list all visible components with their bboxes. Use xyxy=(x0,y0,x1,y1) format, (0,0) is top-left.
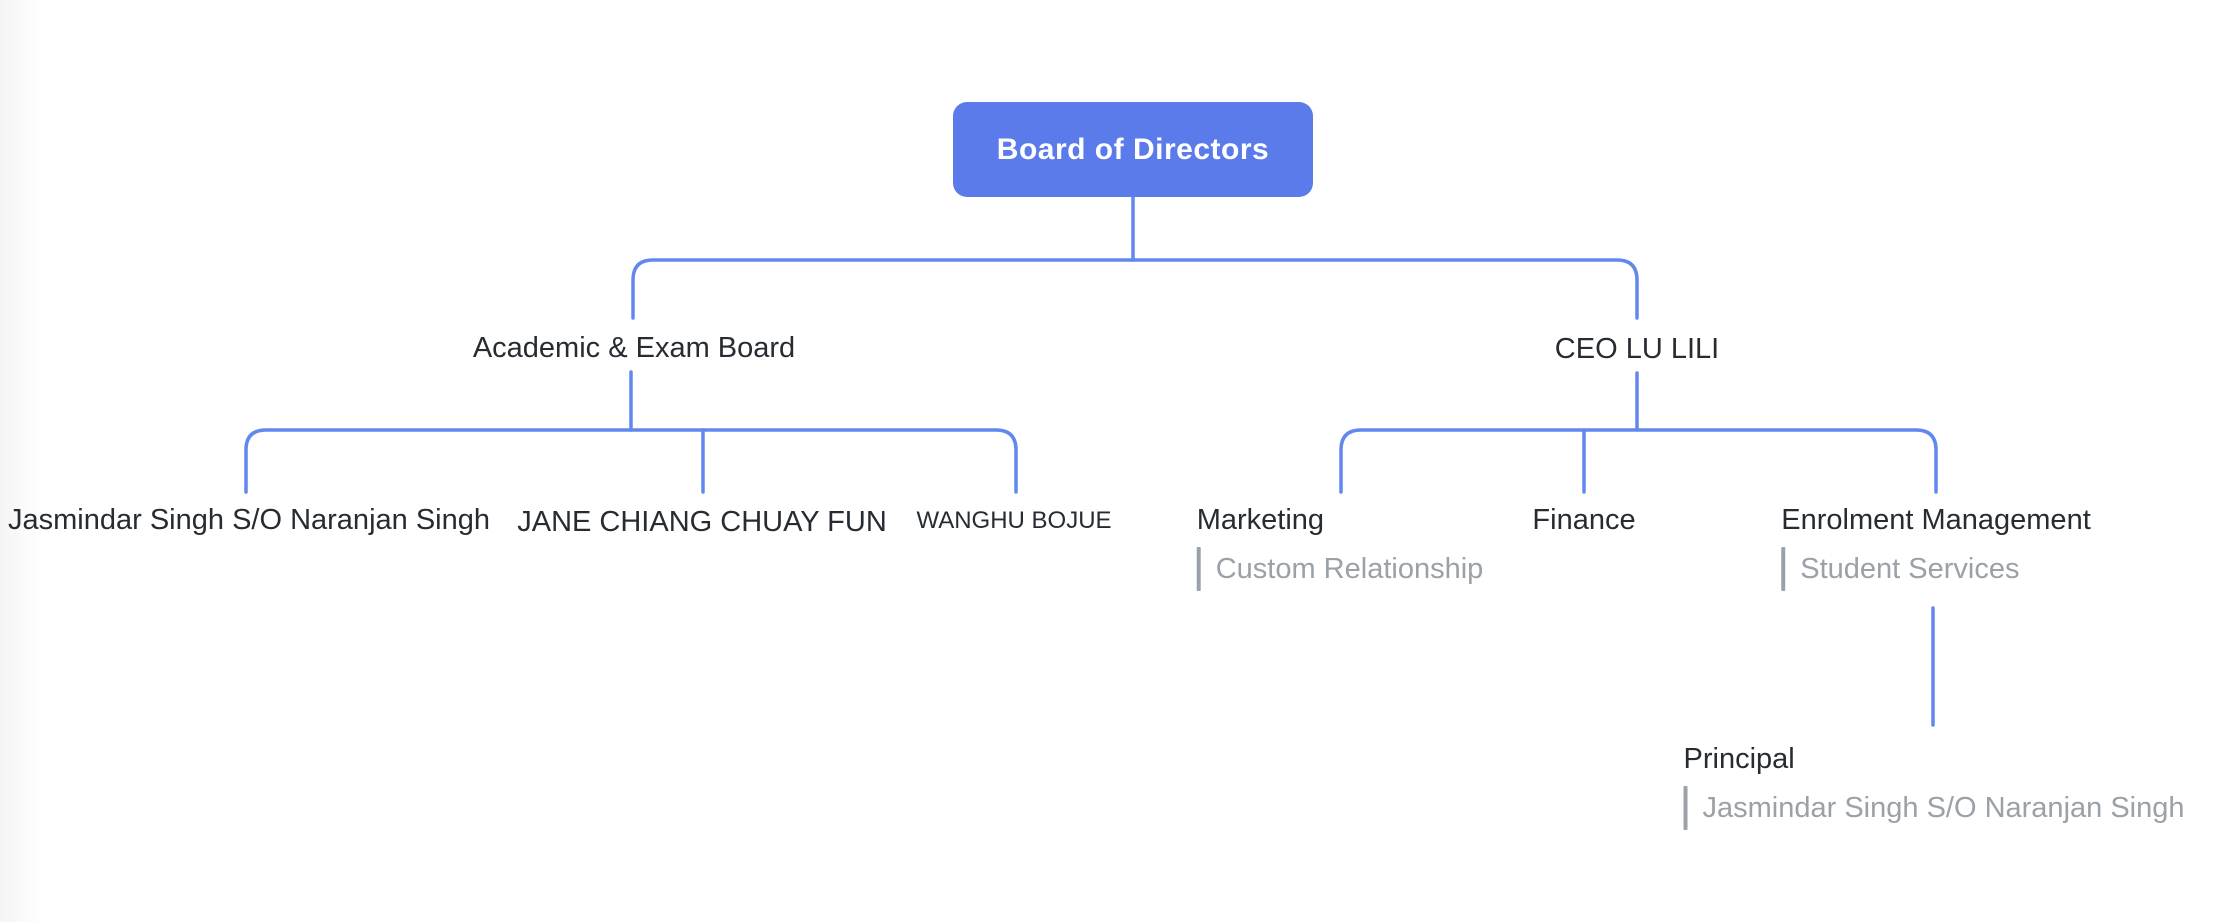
canvas-left-gradient xyxy=(0,0,42,922)
subtitle-bar xyxy=(1781,547,1786,591)
node-subtitle-row: Custom Relationship xyxy=(1196,547,1484,591)
node-label: Board of Directors xyxy=(996,132,1270,166)
connector-rail-academic-children xyxy=(244,428,1018,494)
subtitle-bar xyxy=(1196,547,1201,591)
node-finance[interactable]: Finance xyxy=(1532,504,1636,536)
node-board-of-directors[interactable]: Board of Directors xyxy=(953,102,1313,197)
connector-rail-level1 xyxy=(631,258,1639,320)
node-subtitle: Student Services xyxy=(1800,552,2020,585)
node-subtitle: Custom Relationship xyxy=(1215,552,1484,585)
node-label: Enrolment Management xyxy=(1781,504,2091,536)
node-label: Principal xyxy=(1683,743,1795,775)
connector-rail-ceo-children xyxy=(1339,428,1938,494)
node-label: Marketing xyxy=(1196,504,1325,536)
node-wanghu-bojue[interactable]: WANGHU BOJUE xyxy=(916,507,1112,534)
node-marketing[interactable]: Marketing Custom Relationship xyxy=(1196,504,1484,591)
node-enrolment-management[interactable]: Enrolment Management Student Services xyxy=(1781,506,2091,591)
node-principal[interactable]: Principal Jasmindar Singh S/O Naranjan S… xyxy=(1683,743,2185,830)
node-jasmindar-singh[interactable]: Jasmindar Singh S/O Naranjan Singh xyxy=(8,504,490,536)
node-ceo-lu-lili[interactable]: CEO LU LILI xyxy=(1554,333,1720,365)
node-subtitle-row: Jasmindar Singh S/O Naranjan Singh xyxy=(1683,786,2185,830)
node-subtitle: Jasmindar Singh S/O Naranjan Singh xyxy=(1702,791,2185,824)
subtitle-bar xyxy=(1683,786,1688,830)
node-academic-exam-board[interactable]: Academic & Exam Board xyxy=(472,332,796,364)
node-subtitle-row: Student Services xyxy=(1781,547,2019,591)
node-jane-chiang-chuay-fun[interactable]: JANE CHIANG CHUAY FUN xyxy=(517,506,887,538)
